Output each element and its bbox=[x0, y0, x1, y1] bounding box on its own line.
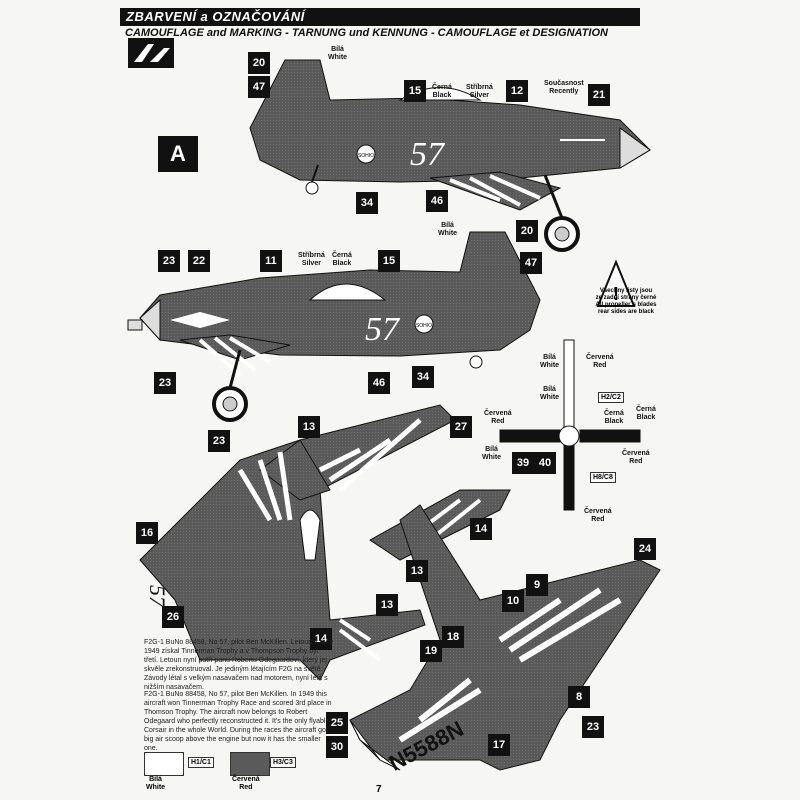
description-english: F2G-1 BuNo 88458, No 57, pilot Ben McKil… bbox=[144, 691, 332, 752]
callout-16-c: 16 bbox=[136, 522, 158, 544]
callout-10-d: 10 bbox=[502, 590, 524, 612]
callout-13-c: 13 bbox=[298, 416, 320, 438]
page-number: 7 bbox=[376, 784, 382, 795]
callout-13-c2: 13 bbox=[406, 560, 428, 582]
callout-27-c: 27 bbox=[450, 416, 472, 438]
legend-white-swatch bbox=[144, 752, 184, 776]
callout-46: 46 bbox=[426, 190, 448, 212]
callout-39-p: 39 bbox=[512, 452, 534, 474]
callout-21: 21 bbox=[588, 84, 610, 106]
callout-25-d: 25 bbox=[326, 712, 348, 734]
callout-8-d: 8 bbox=[568, 686, 590, 708]
callout-11-b: 11 bbox=[260, 250, 282, 272]
callout-20: 20 bbox=[248, 52, 270, 74]
callout-24-d: 24 bbox=[634, 538, 656, 560]
callout-47-b: 47 bbox=[520, 252, 542, 274]
title-multilingual: CAMOUFLAGE and MARKING - TARNUNG und KEN… bbox=[125, 27, 608, 39]
callout-18-d: 18 bbox=[442, 626, 464, 648]
sohio-logo-a: SOHIO bbox=[358, 153, 374, 159]
callout-14-c: 14 bbox=[470, 518, 492, 540]
race-number-a: 57 bbox=[410, 136, 446, 173]
title-bar bbox=[120, 8, 640, 26]
callout-13-c3: 13 bbox=[376, 594, 398, 616]
legend-red-code: H3/C3 bbox=[270, 757, 296, 768]
callout-15-b: 15 bbox=[378, 250, 400, 272]
callout-17-d: 17 bbox=[488, 734, 510, 756]
callout-9-d: 9 bbox=[526, 574, 548, 596]
propeller-diagram: ! bbox=[499, 259, 641, 511]
callout-34: 34 bbox=[356, 192, 378, 214]
race-number-top: 57 bbox=[145, 585, 170, 608]
callout-20-b: 20 bbox=[516, 220, 538, 242]
code-h8c8: H8/C8 bbox=[590, 472, 616, 483]
side-profile-b: SOHIO 57 bbox=[127, 231, 541, 422]
callout-34-b: 34 bbox=[412, 366, 434, 388]
legend-white-code: H1/C1 bbox=[188, 757, 214, 768]
callout-15: 15 bbox=[404, 80, 426, 102]
race-number-b: 57 bbox=[365, 311, 401, 348]
callout-30-d: 30 bbox=[326, 736, 348, 758]
title-czech: ZBARVENÍ a OZNAČOVÁNÍ bbox=[126, 9, 305, 24]
profile-label: A bbox=[158, 136, 198, 172]
callout-22-b: 22 bbox=[188, 250, 210, 272]
callout-23-d: 23 bbox=[582, 716, 604, 738]
code-h2c2: H2/C2 bbox=[598, 392, 624, 403]
callout-19-d: 19 bbox=[420, 640, 442, 662]
publisher-logo bbox=[128, 38, 174, 68]
description-czech: F2G-1 BuNo 88458, No 57, pilot Ben McKil… bbox=[144, 639, 334, 691]
callout-23-b: 23 bbox=[158, 250, 180, 272]
callout-47: 47 bbox=[248, 76, 270, 98]
sohio-logo-b: SOHIO bbox=[416, 323, 432, 329]
svg-text:!: ! bbox=[613, 284, 619, 304]
callout-46-b: 46 bbox=[368, 372, 390, 394]
callout-23-c: 23 bbox=[208, 430, 230, 452]
callout-12: 12 bbox=[506, 80, 528, 102]
top-view: 57 bbox=[139, 404, 511, 681]
callout-26-c: 26 bbox=[162, 606, 184, 628]
callout-40-p: 40 bbox=[534, 452, 556, 474]
callout-14-c2: 14 bbox=[310, 628, 332, 650]
callout-23-b2: 23 bbox=[154, 372, 176, 394]
legend-red-swatch bbox=[230, 752, 270, 776]
